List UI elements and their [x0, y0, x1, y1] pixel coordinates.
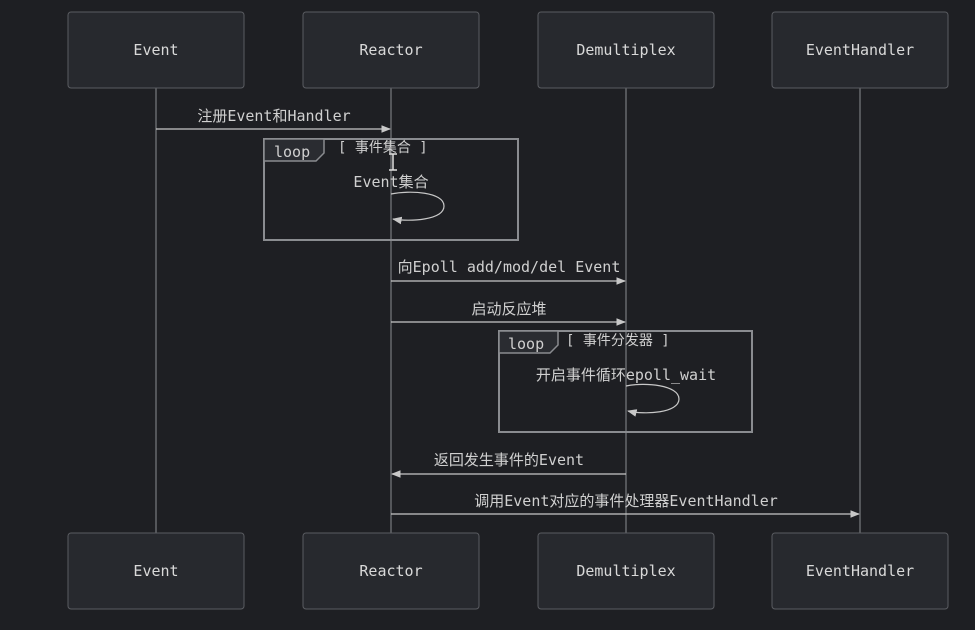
- loop-condition: [ 事件集合 ]: [338, 139, 428, 156]
- actor-reactor-label: Reactor: [359, 562, 422, 580]
- actor-reactor-label: Reactor: [359, 41, 422, 59]
- self-message-label: Event集合: [353, 173, 428, 191]
- self-message-loop: [625, 383, 680, 417]
- actor-event-label: Event: [133, 41, 178, 59]
- loop-event-dispatcher: loop [ 事件分发器 ] 开启事件循环epoll_wait: [498, 330, 753, 433]
- actor-eventhandler-top: EventHandler: [771, 11, 949, 89]
- actor-reactor-bottom: Reactor: [302, 532, 480, 610]
- actor-demultiplex-top: Demultiplex: [537, 11, 715, 89]
- message-epoll-label: 向Epoll add/mod/del Event: [398, 258, 621, 276]
- actor-event-bottom: Event: [67, 532, 245, 610]
- actor-reactor-top: Reactor: [302, 11, 480, 89]
- self-message-label: 开启事件循环epoll_wait: [536, 366, 716, 384]
- actor-eventhandler-label: EventHandler: [806, 562, 914, 580]
- text-cursor-icon: [389, 153, 397, 171]
- message-invoke-label: 调用Event对应的事件处理器EventHandler: [474, 492, 778, 510]
- message-return-label: 返回发生事件的Event: [434, 451, 584, 469]
- actor-eventhandler-bottom: EventHandler: [771, 532, 949, 610]
- actor-event-label: Event: [133, 562, 178, 580]
- actor-event-top: Event: [67, 11, 245, 89]
- loop-event-collection: loop [ 事件集合 ] Event集合: [263, 138, 519, 241]
- message-register-label: 注册Event和Handler: [197, 107, 350, 125]
- message-start-label: 启动反应堆: [471, 300, 546, 318]
- actor-demultiplex-label: Demultiplex: [576, 41, 675, 59]
- actor-demultiplex-label: Demultiplex: [576, 562, 675, 580]
- self-message-loop: [390, 191, 445, 225]
- loop-label: loop: [274, 143, 310, 161]
- loop-label: loop: [508, 335, 544, 353]
- actor-demultiplex-bottom: Demultiplex: [537, 532, 715, 610]
- loop-condition: [ 事件分发器 ]: [566, 333, 670, 349]
- actor-eventhandler-label: EventHandler: [806, 41, 914, 59]
